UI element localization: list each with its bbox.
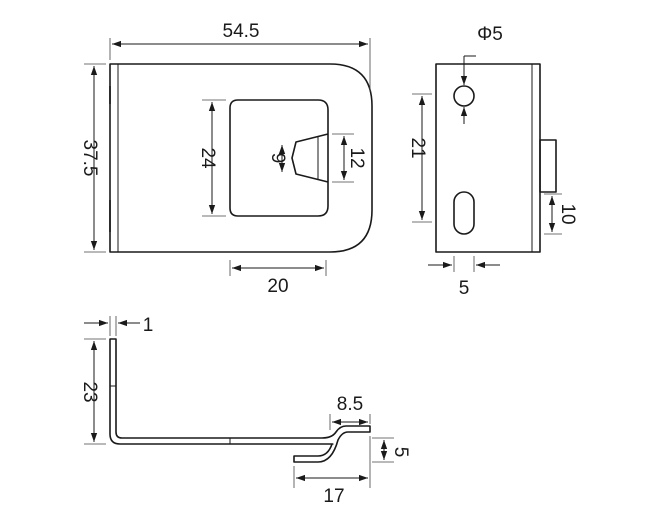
side-tab (539, 139, 557, 193)
round-hole (453, 85, 475, 107)
dim-tab-width-label: 9 (267, 153, 288, 164)
dim-window-height-label: 24 (197, 147, 218, 169)
dim-hole-spacing-label: 21 (407, 137, 428, 158)
slot-hole (453, 191, 475, 235)
window-cutout (229, 99, 329, 217)
side-plate-outline (435, 63, 541, 253)
bottom-view: 1 23 8.5 5 17 (79, 315, 411, 507)
dim-height-label: 37.5 (79, 140, 100, 177)
dim-leg-height-label: 23 (79, 381, 100, 402)
dim-thickness-label: 1 (143, 315, 154, 336)
dim-tab-height-label: 12 (346, 147, 367, 168)
dim-foot-length-label: 17 (323, 486, 344, 507)
front-view: 54.5 37.5 24 20 9 12 (79, 21, 373, 297)
dim-step-offset-label: 8.5 (337, 394, 363, 415)
latch-tab (291, 133, 329, 183)
dim-width-label: 54.5 (223, 21, 260, 42)
side-view: Φ5 21 10 5 (407, 24, 578, 299)
dim-offset-label: 5 (459, 278, 470, 299)
front-plate-outline (109, 63, 373, 253)
dim-step-height-label: 5 (390, 447, 411, 458)
bent-profile (109, 338, 371, 463)
dim-window-width-label: 20 (267, 276, 288, 297)
dim-slot-length-label: 10 (557, 203, 578, 224)
dim-hole-diameter-label: Φ5 (477, 24, 503, 45)
